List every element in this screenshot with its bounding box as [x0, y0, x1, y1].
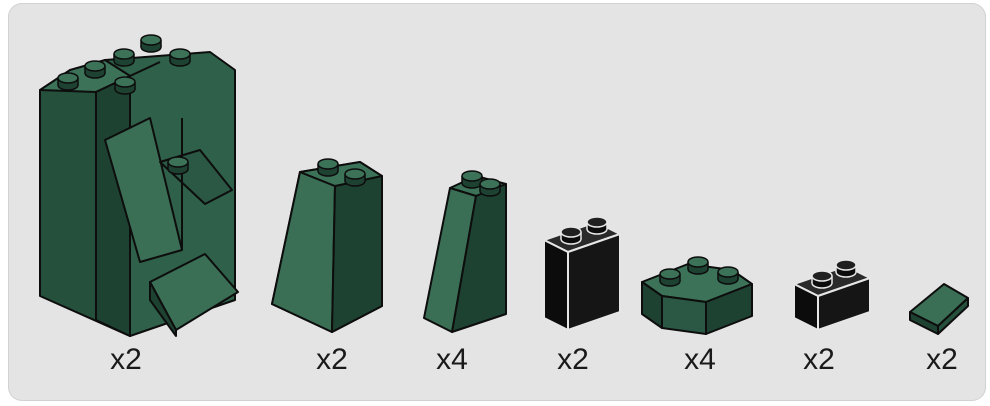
part-1-quantity: x2 — [110, 343, 142, 377]
part-3-quantity: x4 — [436, 343, 468, 377]
part-6-quantity: x2 — [803, 343, 835, 377]
part-7-quantity: x2 — [926, 343, 958, 377]
part-4-quantity: x2 — [557, 343, 589, 377]
brick-1x2x2-icon — [544, 222, 620, 330]
slope-brick-2x2-icon — [272, 162, 382, 332]
part-2-quantity: x2 — [316, 343, 348, 377]
large-rock-panel-icon — [40, 52, 238, 336]
slope-1x1-icon — [910, 284, 968, 334]
slope-brick-1x2-tall-icon — [424, 176, 506, 332]
part-5-quantity: x4 — [684, 343, 716, 377]
